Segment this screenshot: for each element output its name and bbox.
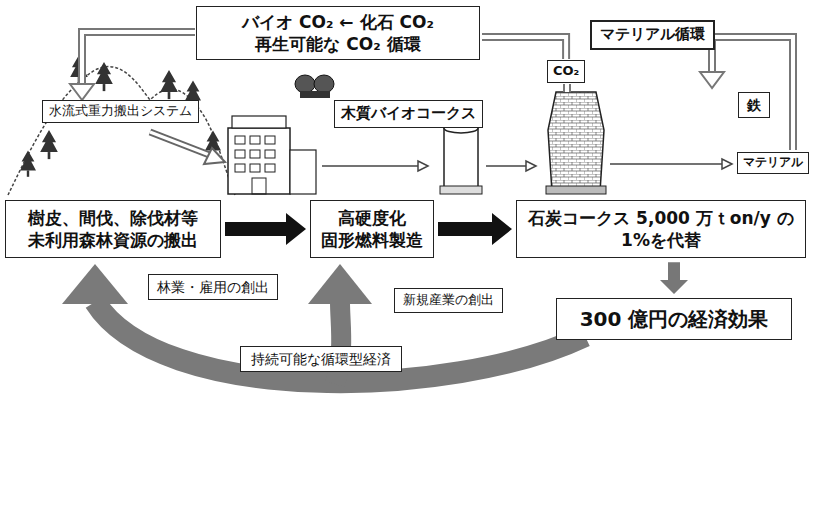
process-box: 石炭コークス 5,000 万ｔon/y の 1%を代替 — [516, 200, 806, 258]
node-text: 300 億円の経済効果 — [563, 306, 785, 332]
benefit-label: 林業・雇用の創出 — [148, 274, 278, 300]
process-box: 高硬度化 固形燃料製造 — [310, 200, 434, 258]
result-box: 300 億円の経済効果 — [556, 298, 792, 340]
iron-box: 鉄 — [738, 92, 770, 118]
flow-arrow — [660, 262, 688, 294]
node-text: 樹皮、間伐、除伐材等 未利用森林資源の搬出 — [10, 207, 216, 251]
flow-arrow — [225, 213, 306, 245]
node-text: 新規産業の創出 — [403, 292, 494, 309]
node-text: 鉄 — [747, 96, 761, 114]
node-text: バイオ CO₂ ← 化石 CO₂ — [205, 11, 471, 33]
node-text: 持続可能な循環型経済 — [251, 350, 391, 368]
flow-arrow — [482, 37, 566, 59]
transport-arrow — [150, 132, 225, 164]
blast-furnace — [546, 92, 606, 194]
material-cycle-line — [700, 37, 793, 150]
co2-box: CO₂ — [547, 60, 585, 83]
tank-icon — [295, 75, 334, 98]
title-box: マテリアル循環 — [590, 20, 715, 50]
node-text: マテリアル循環 — [600, 25, 705, 45]
system-label: 水流式重力搬出システム — [42, 100, 199, 123]
node-text: 木質バイオコークス — [341, 104, 476, 124]
flow-arrow — [438, 213, 512, 245]
co2-cycle-line — [70, 32, 567, 100]
material-box: マテリアル — [737, 152, 809, 174]
cycle-box: バイオ CO₂ ← 化石 CO₂再生可能な CO₂ 循環 — [196, 6, 480, 60]
factory-building — [228, 116, 316, 194]
node-text: マテリアル — [743, 155, 803, 171]
process-arrow — [322, 159, 732, 171]
cycle-swoosh — [62, 264, 585, 384]
benefit-label: 新規産業の創出 — [394, 288, 503, 313]
node-text: 水流式重力搬出システム — [49, 103, 192, 120]
node-text: 林業・雇用の創出 — [157, 278, 269, 296]
node-text: 再生可能な CO₂ 循環 — [205, 33, 471, 55]
coke-label: 木質バイオコークス — [334, 100, 483, 128]
process-box: 樹皮、間伐、除伐材等 未利用森林資源の搬出 — [5, 200, 221, 258]
node-text: 石炭コークス 5,000 万ｔon/y の 1%を代替 — [523, 207, 799, 251]
forest-hills — [8, 55, 235, 195]
node-text: 高硬度化 固形燃料製造 — [315, 207, 429, 251]
economy-label: 持続可能な循環型経済 — [240, 346, 402, 372]
node-text: CO₂ — [553, 63, 579, 80]
